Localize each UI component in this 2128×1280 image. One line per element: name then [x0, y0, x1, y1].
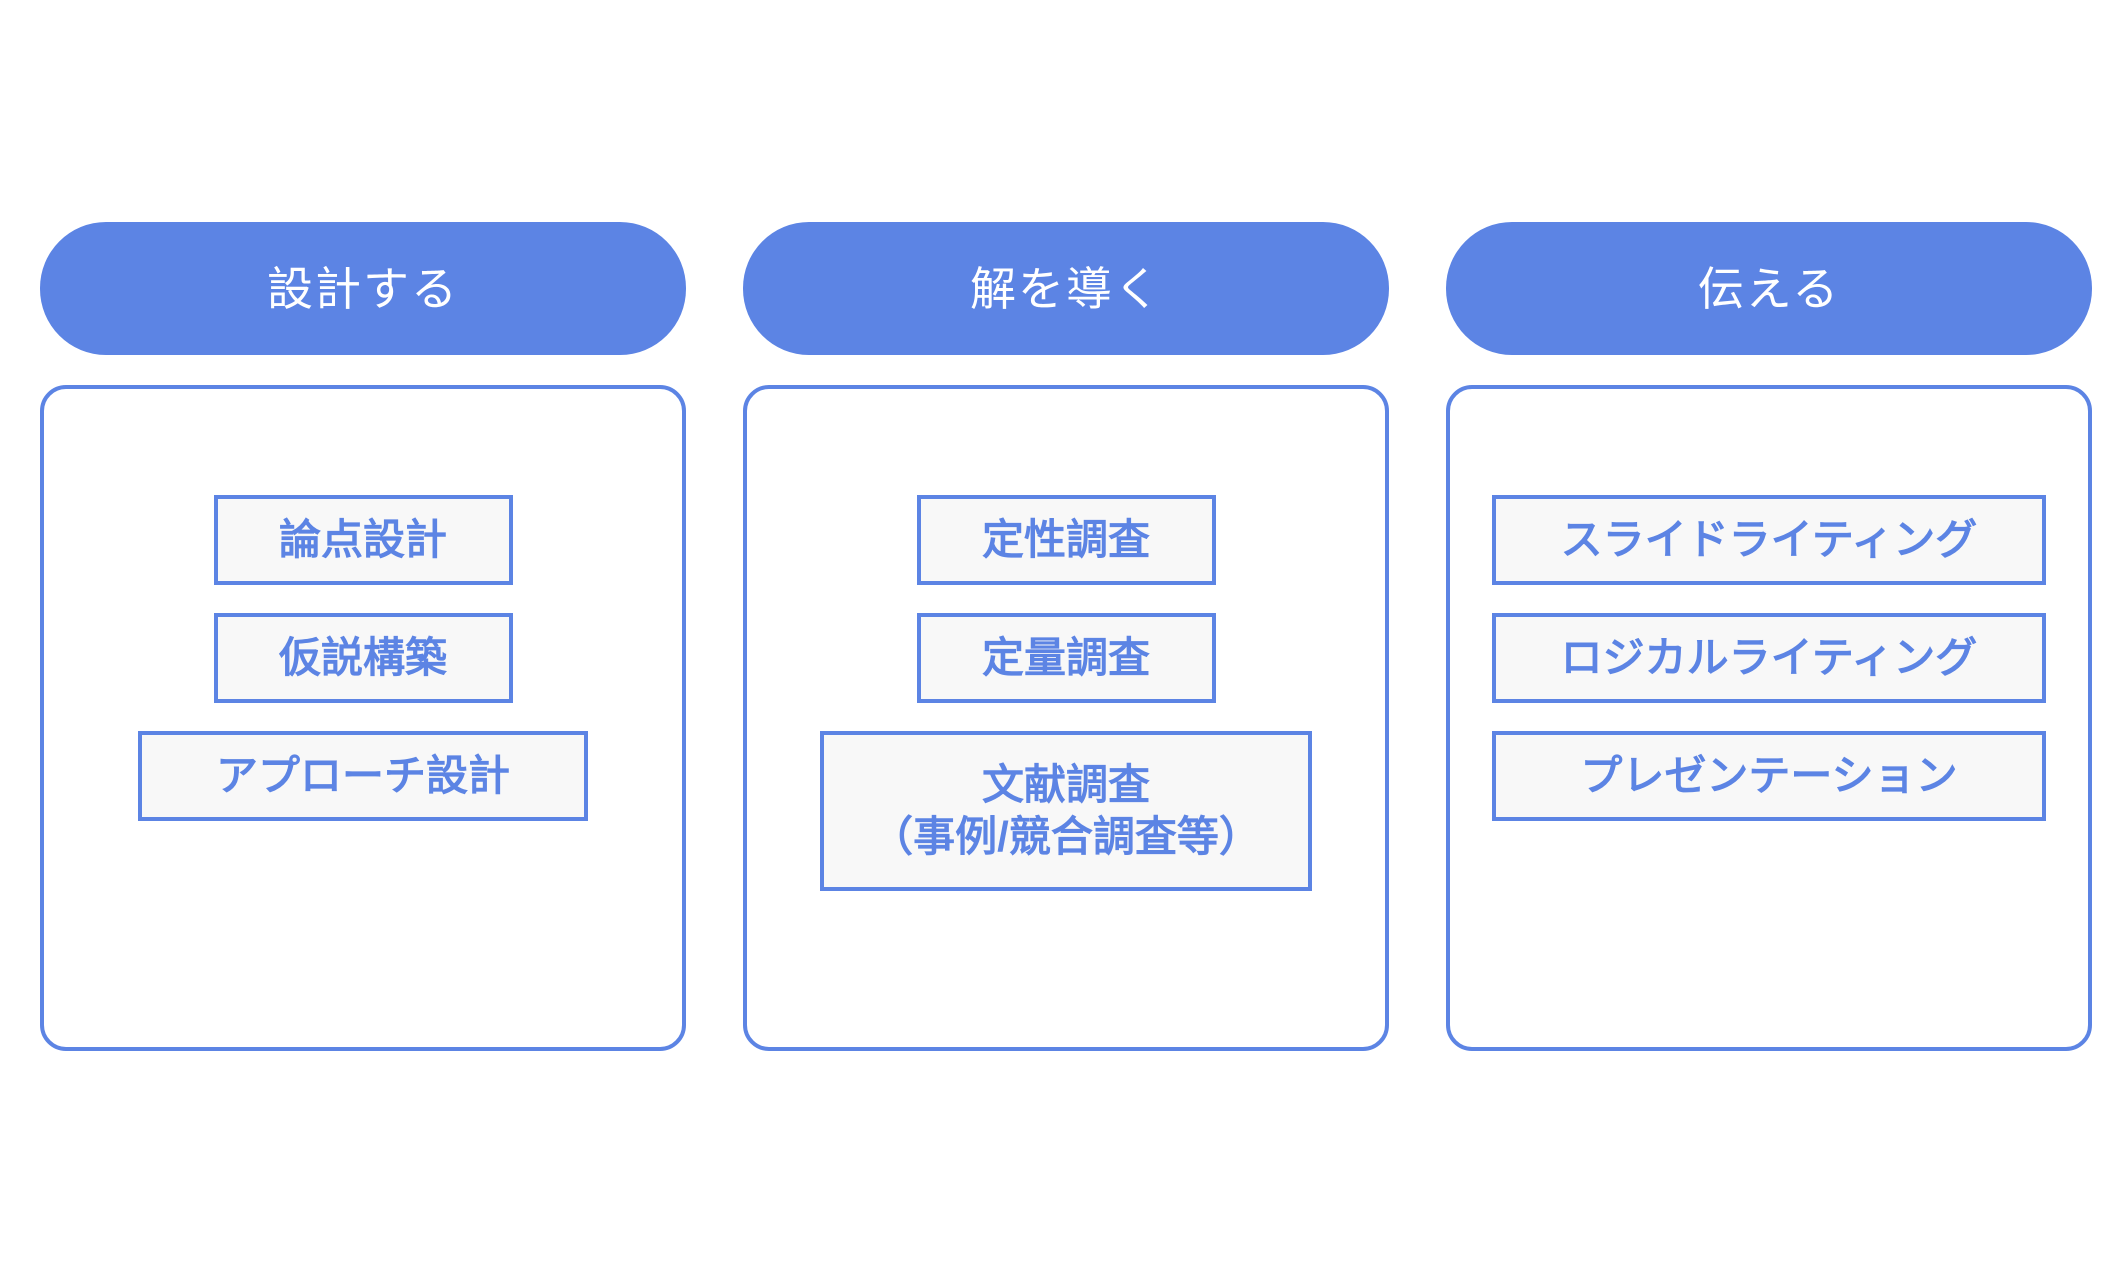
column-communicate: 伝える スライドライティング ロジカルライティング プレゼンテーション	[1446, 222, 2092, 1051]
column-header-label: 解を導く	[970, 262, 1162, 315]
item-box[interactable]: アプローチ設計	[138, 731, 588, 821]
column-header-label: 設計する	[267, 262, 459, 315]
column-design: 設計する 論点設計 仮説構築 アプローチ設計	[40, 222, 686, 1051]
item-label: 定量調査	[981, 633, 1150, 681]
column-card-design: 論点設計 仮説構築 アプローチ設計	[40, 385, 686, 1051]
item-label: 定性調査	[981, 515, 1150, 563]
item-label: スライドライティング	[1560, 515, 1978, 563]
item-label-line-1: 文献調査	[981, 760, 1150, 808]
column-card-communicate: スライドライティング ロジカルライティング プレゼンテーション	[1446, 385, 2092, 1051]
column-card-derive: 定性調査 定量調査 文献調査 （事例/競合調査等）	[743, 385, 1389, 1051]
item-label-line-2: （事例/競合調査等）	[871, 813, 1261, 860]
column-header-communicate[interactable]: 伝える	[1446, 222, 2092, 355]
item-label: 仮説構築	[278, 633, 447, 681]
item-label: 論点設計	[278, 515, 447, 563]
item-box[interactable]: 文献調査 （事例/競合調査等）	[820, 731, 1312, 891]
item-label: プレゼンテーション	[1580, 751, 1958, 799]
item-box[interactable]: 仮説構築	[213, 613, 513, 703]
item-box[interactable]: ロジカルライティング	[1492, 613, 2046, 703]
item-box[interactable]: スライドライティング	[1492, 495, 2046, 585]
item-box[interactable]: 定量調査	[916, 613, 1216, 703]
item-box[interactable]: 定性調査	[916, 495, 1216, 585]
item-label: ロジカルライティング	[1560, 633, 1978, 681]
column-group: 設計する 論点設計 仮説構築 アプローチ設計 解を導く 定性調	[40, 222, 2092, 1051]
column-derive: 解を導く 定性調査 定量調査 文献調査 （事例/競合調査等）	[743, 222, 1389, 1051]
column-header-design[interactable]: 設計する	[40, 222, 686, 355]
item-box[interactable]: 論点設計	[213, 495, 513, 585]
column-header-label: 伝える	[1697, 262, 1841, 315]
item-box[interactable]: プレゼンテーション	[1492, 731, 2046, 821]
column-header-derive[interactable]: 解を導く	[743, 222, 1389, 355]
item-label: アプローチ設計	[215, 751, 510, 799]
